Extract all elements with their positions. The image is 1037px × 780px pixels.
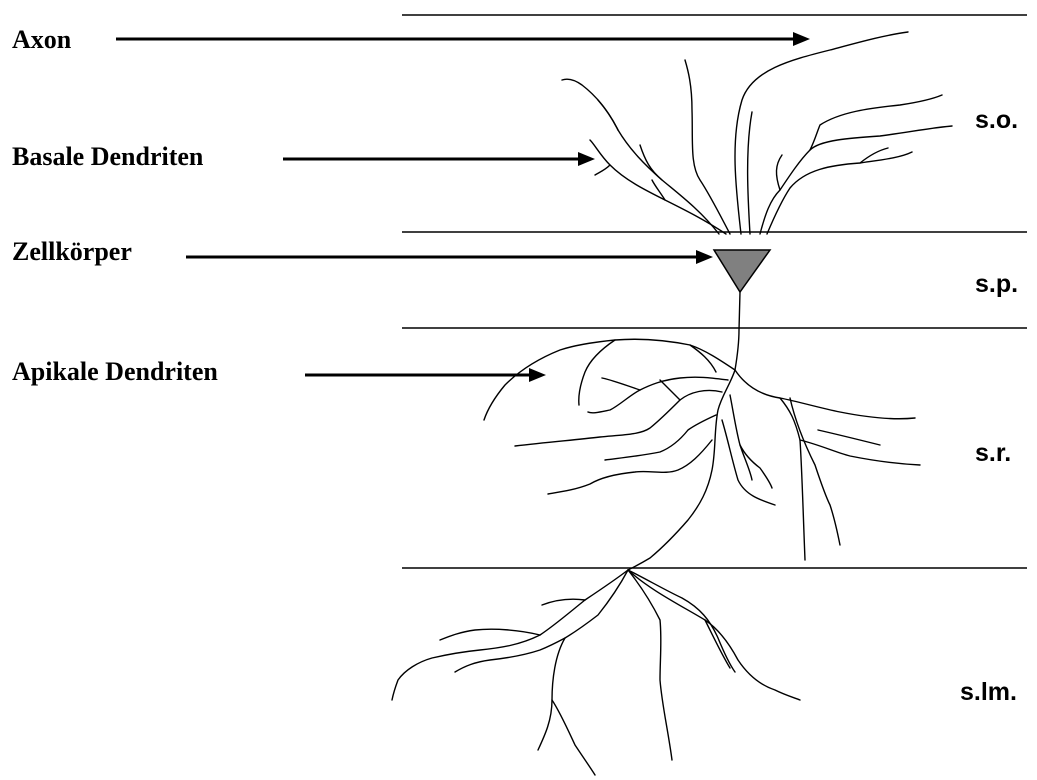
basal-dendrites: [562, 60, 952, 234]
pyramidal-neuron: [392, 32, 952, 775]
arrow-axon: [116, 32, 810, 46]
label-cell-body: Zellkörper: [12, 237, 132, 266]
axon-branch: [735, 32, 908, 234]
label-apical-dendrites: Apikale Dendriten: [12, 357, 218, 386]
cell-body-soma: [714, 250, 770, 292]
layer-label-so: s.o.: [975, 106, 1018, 134]
layer-label-sr: s.r.: [975, 439, 1011, 467]
label-basal-dendrites: Basale Dendriten: [12, 142, 204, 171]
apical-tuft: [392, 570, 800, 775]
layer-label-sp: s.p.: [975, 270, 1018, 298]
layer-label-slm: s.lm.: [960, 678, 1017, 706]
arrow-cell-body: [186, 250, 713, 264]
arrow-basal-dendrites: [283, 152, 595, 166]
label-axon: Axon: [12, 25, 72, 54]
apical-dendrites: [484, 292, 920, 570]
